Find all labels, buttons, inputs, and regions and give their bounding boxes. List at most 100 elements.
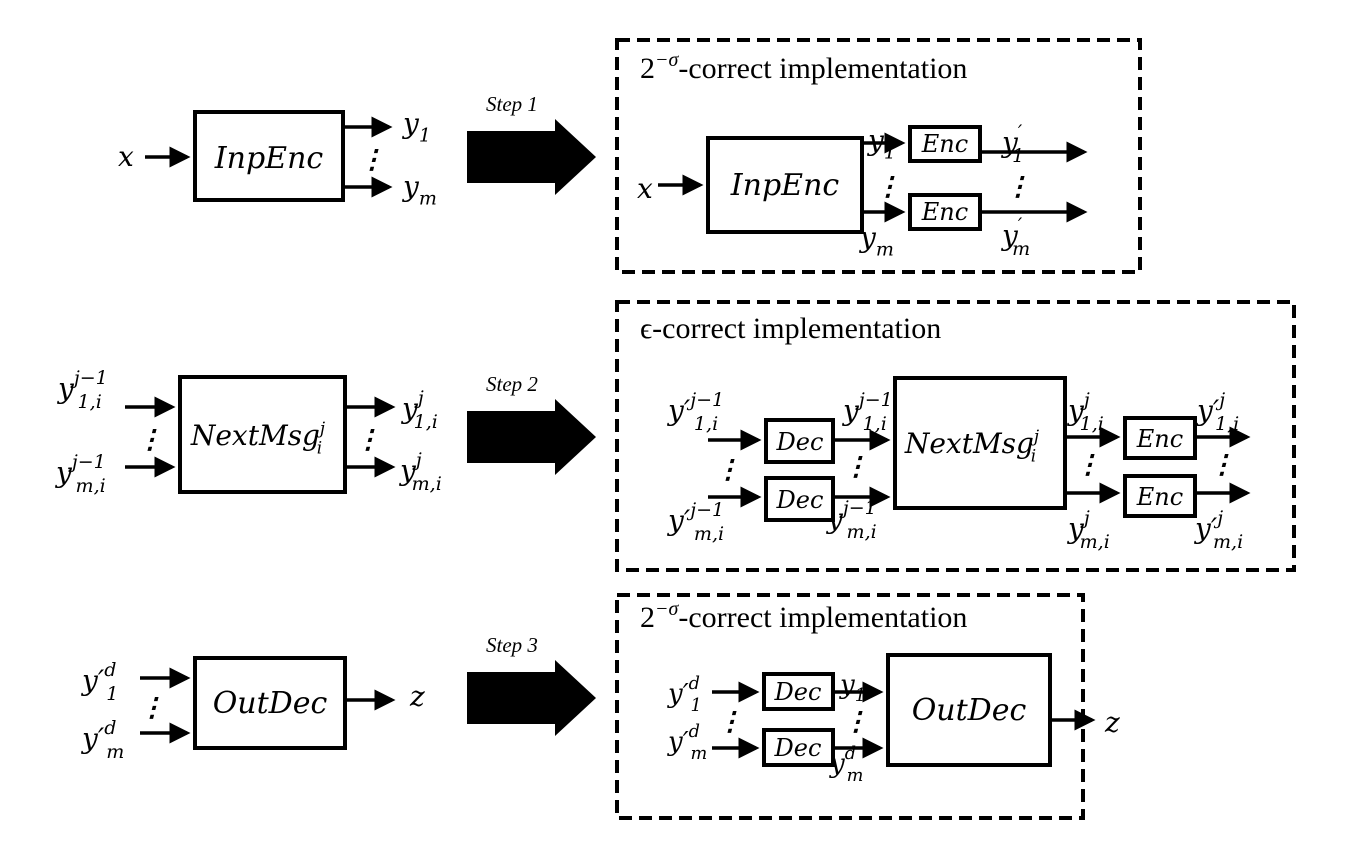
math-label: x xyxy=(118,140,134,173)
label-sub: 1 xyxy=(106,683,118,705)
dec-label: Dec xyxy=(774,678,822,706)
vertical-dots: ⋮ xyxy=(717,707,743,737)
vertical-dots: ⋮ xyxy=(875,172,901,202)
label-sub: 1 xyxy=(691,696,702,716)
label-sub: m xyxy=(1012,238,1030,260)
vertical-dots: ⋮ xyxy=(137,425,163,455)
label-base: y xyxy=(866,124,885,157)
math-label: ym xyxy=(401,170,437,209)
label-base: y′ xyxy=(667,727,689,757)
label-base: y xyxy=(54,456,73,489)
label-sub: m xyxy=(691,744,708,764)
panel-title: ϵ-correct implementation xyxy=(640,312,941,345)
enc-block xyxy=(908,125,982,163)
label-sup: j−1 xyxy=(68,451,106,473)
label-sub: m,i xyxy=(694,523,724,545)
label-sub: m,i xyxy=(1080,531,1110,553)
label-sup: d xyxy=(689,674,700,694)
label-sub: 1,i xyxy=(863,413,887,435)
label-base: y xyxy=(1000,219,1019,252)
label-sub: m xyxy=(419,187,437,209)
vertical-dots: ⋮ xyxy=(1005,172,1031,202)
label-sub: 1 xyxy=(419,124,431,146)
nextmsg-block xyxy=(178,375,347,494)
label-sub: 1,i xyxy=(1215,413,1239,435)
label-base: y′ xyxy=(666,504,691,537)
vertical-dots: ⋮ xyxy=(1075,450,1101,480)
panel-step1 xyxy=(615,38,1142,274)
enc-label: Enc xyxy=(921,198,968,226)
enc-label: Enc xyxy=(1136,483,1183,511)
outdec-inner-label: OutDec xyxy=(912,693,1027,728)
panel-title: 2−σ-correct implementation xyxy=(640,598,967,634)
vertical-dots: ⋮ xyxy=(1209,450,1235,480)
block-name: Dec xyxy=(776,428,824,456)
block-name: Dec xyxy=(774,734,822,762)
label-base: y′ xyxy=(666,394,691,427)
outdec-inner-block xyxy=(886,653,1052,767)
label-sub: m,i xyxy=(412,473,442,495)
outdec-label: OutDec xyxy=(213,686,328,721)
inpenc-block xyxy=(193,110,345,202)
label-base: y xyxy=(401,170,420,203)
label-sup: j−1 xyxy=(855,389,893,411)
label-base: y′ xyxy=(1195,394,1220,427)
block-name: NextMsg xyxy=(904,427,1034,460)
label-sup: d xyxy=(845,744,856,764)
label-sub: m,i xyxy=(1213,531,1243,553)
inpenc-inner-label: InpEnc xyxy=(730,168,840,203)
label-base: y′ xyxy=(80,664,105,697)
label-sub: 1,i xyxy=(78,391,102,413)
label-base: y xyxy=(841,394,860,427)
step-arrow xyxy=(467,119,596,195)
title-prefix: ϵ xyxy=(640,312,652,345)
label-sup: j xyxy=(412,449,422,471)
title-sup: −σ xyxy=(655,598,679,620)
label-sup: j xyxy=(1080,389,1090,411)
label-sup: d xyxy=(689,722,700,742)
block-name: OutDec xyxy=(912,693,1027,728)
vertical-dots: ⋮ xyxy=(355,425,381,455)
enc-label: Enc xyxy=(921,130,968,158)
label-sub: 1,i xyxy=(414,411,438,433)
label-base: y′ xyxy=(1193,512,1218,545)
vertical-dots: ⋮ xyxy=(843,452,869,482)
title-prefix: 2 xyxy=(640,601,655,634)
block-name: InpEnc xyxy=(214,141,324,176)
inpenc-label: InpEnc xyxy=(214,141,324,176)
math-label: y′1 xyxy=(1000,121,1024,167)
label-sub: m xyxy=(876,238,894,260)
dec-block xyxy=(764,476,835,522)
enc-block xyxy=(1123,474,1197,518)
label-sub: m,i xyxy=(847,521,877,543)
label-sup: j−1 xyxy=(70,367,108,389)
vertical-dots: ⋮ xyxy=(715,455,741,485)
label-sup: ′ xyxy=(1018,121,1023,143)
step-arrow xyxy=(467,660,596,736)
block-name: Enc xyxy=(921,130,968,158)
label-base: z xyxy=(1104,706,1120,739)
dec-block xyxy=(762,728,835,767)
label-sub: 1,i xyxy=(1080,413,1104,435)
label-sup: ′ xyxy=(1018,214,1023,236)
label-sup: j xyxy=(1213,507,1223,529)
title-rest: -correct implementation xyxy=(678,601,967,634)
math-label: x xyxy=(637,172,653,205)
title-prefix: 2 xyxy=(640,52,655,85)
label-base: y xyxy=(400,392,419,425)
block-name: Enc xyxy=(921,198,968,226)
block-name: OutDec xyxy=(213,686,328,721)
